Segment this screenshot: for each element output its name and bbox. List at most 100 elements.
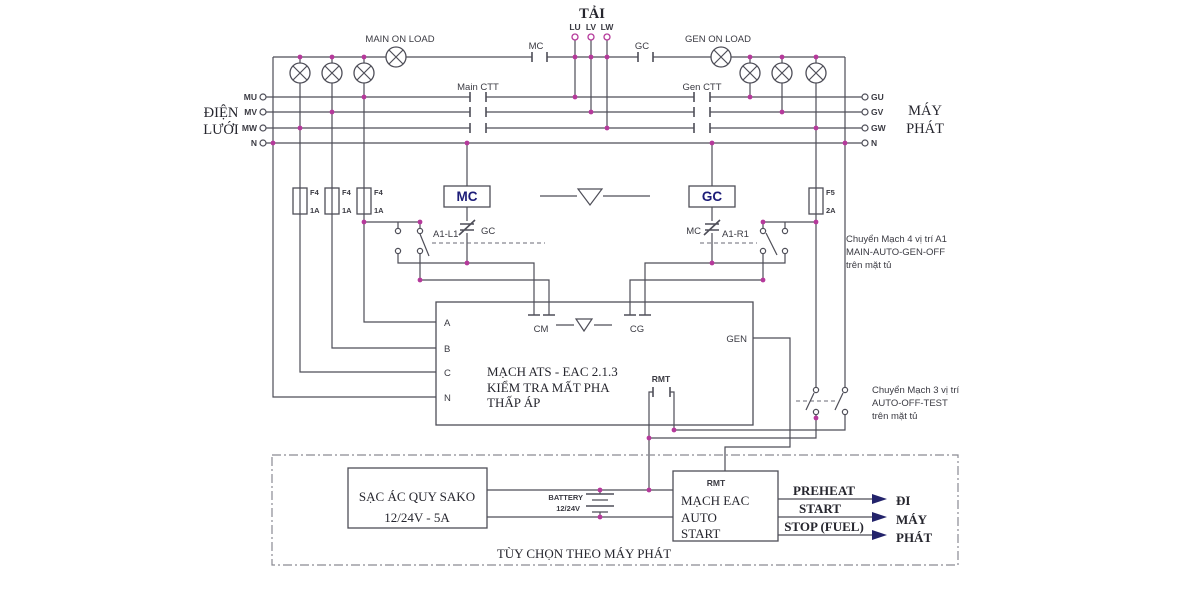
lamp-icon bbox=[353, 62, 375, 84]
eac-rmt-label: RMT bbox=[707, 478, 726, 488]
gen-on-load-label: GEN ON LOAD bbox=[685, 34, 751, 45]
note-selector4-line3: trên mặt tủ bbox=[846, 260, 891, 271]
load-title: TẢI bbox=[579, 5, 605, 22]
fuse-rating: 1A bbox=[310, 206, 320, 215]
phase-lines bbox=[266, 96, 862, 144]
terminal-label-mw: MW bbox=[242, 123, 258, 133]
selector-switch-a1-r1 bbox=[759, 227, 789, 255]
note-selector4-line1: Chuyển Mạch 4 vị trí A1 bbox=[846, 234, 947, 245]
switch-a1-r1-label: A1-R1 bbox=[722, 229, 749, 240]
mc-coil-label: MC bbox=[457, 189, 478, 204]
lamp-icon bbox=[321, 62, 343, 84]
switch-a1-l1-label: A1-L1 bbox=[433, 229, 458, 240]
main-ctt-label: Main CTT bbox=[457, 82, 499, 93]
gc-coil-circuit bbox=[629, 143, 786, 315]
gen-title-line1: MÁY bbox=[908, 102, 942, 119]
fuse-name: F4 bbox=[310, 188, 320, 197]
load-drops bbox=[574, 40, 608, 128]
ats-terminal-n: N bbox=[444, 393, 451, 404]
gc-interlock-label: GC bbox=[481, 226, 495, 237]
terminal-label-gu: GU bbox=[871, 92, 884, 102]
terminal-label-mv: MV bbox=[244, 107, 257, 117]
reference-triangle-ats bbox=[574, 318, 594, 333]
fuse-rating: 1A bbox=[374, 206, 384, 215]
reference-triangle-top bbox=[576, 188, 604, 206]
mc-coil-box bbox=[443, 185, 491, 208]
main-on-load-label: MAIN ON LOAD bbox=[365, 34, 434, 45]
mains-title-line1: ĐIỆN bbox=[204, 104, 239, 121]
eac-box bbox=[672, 470, 779, 542]
gen-output-route bbox=[724, 337, 791, 471]
ats-cm-label: CM bbox=[534, 324, 549, 335]
output-stop-label: STOP (FUEL) bbox=[784, 519, 864, 534]
load-terminal-lw: LW bbox=[601, 22, 615, 32]
selector-switch-a1-l1 bbox=[394, 227, 424, 255]
battery-label-line2: 12/24V bbox=[556, 504, 580, 513]
battery-wires bbox=[487, 489, 673, 518]
terminal-label-gv: GV bbox=[871, 107, 884, 117]
fuse-name: F4 bbox=[374, 188, 384, 197]
gen-terminals bbox=[861, 93, 869, 147]
destination-line2: MÁY bbox=[896, 512, 928, 527]
fuse-name: F4 bbox=[342, 188, 352, 197]
terminal-label-n-left: N bbox=[251, 138, 257, 148]
mc-interlock-label: MC bbox=[686, 226, 701, 237]
main-on-load-lamp-icon bbox=[385, 46, 407, 68]
mains-terminals bbox=[259, 93, 267, 147]
ats-rmt-label: RMT bbox=[652, 374, 671, 384]
option-dashed-box bbox=[271, 454, 959, 566]
eac-line3: START bbox=[681, 526, 720, 541]
terminal-label-mu: MU bbox=[244, 92, 257, 102]
ats-title-line3: THẤP ÁP bbox=[487, 395, 540, 410]
eac-output-wires bbox=[778, 498, 872, 536]
mains-title-line2: LƯỚI bbox=[203, 121, 239, 138]
selector-switch-auto-off-test bbox=[812, 386, 849, 416]
ats-title-line2: KIỂM TRA MẤT PHA bbox=[487, 380, 610, 395]
gc-coil-box bbox=[688, 185, 736, 208]
ats-terminal-b: B bbox=[444, 344, 450, 355]
terminal-label-n-right: N bbox=[871, 138, 877, 148]
ats-cg-label: CG bbox=[630, 324, 644, 335]
contactor-ticks bbox=[469, 52, 711, 133]
gen-on-load-lamp-icon bbox=[710, 46, 732, 68]
note-selector3-line1: Chuyển Mạch 3 vị trí bbox=[872, 385, 959, 396]
fuse-rating: 1A bbox=[342, 206, 352, 215]
charger-line2: 12/24V - 5A bbox=[384, 510, 450, 525]
charger-line1: SẠC ÁC QUY SAKO bbox=[359, 489, 475, 504]
output-arrow-icons bbox=[872, 494, 887, 540]
bus-gc-contact-label: GC bbox=[635, 41, 649, 52]
destination-line1: ĐI bbox=[896, 493, 910, 508]
gen-ctt-label: Gen CTT bbox=[682, 82, 721, 93]
indicator-lamps bbox=[289, 46, 827, 84]
ats-terminal-a: A bbox=[444, 318, 451, 329]
fuse-name: F5 bbox=[826, 188, 835, 197]
load-terminals bbox=[571, 33, 611, 41]
lamp-icon bbox=[739, 62, 761, 84]
ats-gen-label: GEN bbox=[726, 334, 747, 345]
ats-box bbox=[435, 301, 754, 426]
terminal-label-gw: GW bbox=[871, 123, 887, 133]
gc-coil-label: GC bbox=[702, 189, 723, 204]
note-selector3-line3: trên mặt tủ bbox=[872, 411, 917, 422]
wiring bbox=[266, 40, 887, 540]
destination-line3: PHÁT bbox=[896, 530, 932, 545]
note-selector4-line2: MAIN-AUTO-GEN-OFF bbox=[846, 247, 945, 258]
load-terminal-lu: LU bbox=[569, 22, 580, 32]
rmt-wires bbox=[648, 391, 675, 490]
junction-dots bbox=[270, 54, 848, 520]
output-preheat-label: PREHEAT bbox=[793, 483, 855, 498]
charger-box bbox=[347, 467, 488, 529]
note-selector3-line2: AUTO-OFF-TEST bbox=[872, 398, 948, 409]
fuse-rating: 2A bbox=[826, 206, 836, 215]
lamp-icon bbox=[771, 62, 793, 84]
output-start-label: START bbox=[799, 501, 841, 516]
ats-terminal-c: C bbox=[444, 368, 451, 379]
left-neutral-bus bbox=[272, 57, 436, 398]
bus-mc-contact-label: MC bbox=[529, 41, 544, 52]
option-box-label: TÙY CHỌN THEO MÁY PHÁT bbox=[497, 546, 671, 561]
lamp-icon bbox=[805, 62, 827, 84]
battery-label-line1: BATTERY bbox=[548, 493, 583, 502]
load-terminal-lv: LV bbox=[586, 22, 597, 32]
